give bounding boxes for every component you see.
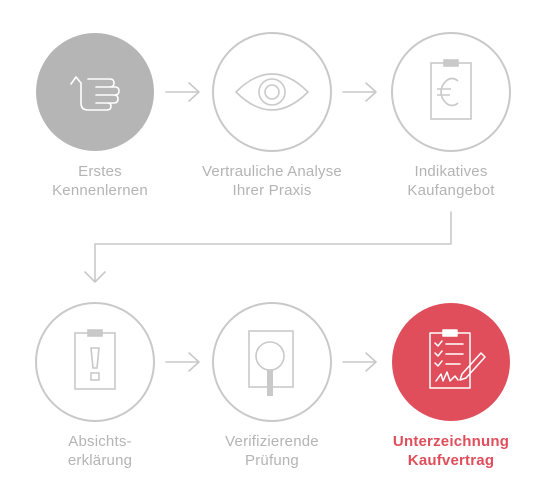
signed-checklist-icon <box>429 329 486 389</box>
step-2-label: Vertrauliche Analyse Ihrer Praxis <box>172 162 372 200</box>
step-4-label-line-1: Absichts- <box>68 433 132 450</box>
exclamation-clipboard-icon <box>74 329 116 390</box>
step-3-label-line-1: Indikatives <box>414 163 488 180</box>
step-4-label-line-2: erklärung <box>67 452 133 469</box>
step-6-label-line-2: Kaufvertrag <box>407 452 495 469</box>
step-1-node <box>36 33 154 151</box>
step-2-label-line-1: Vertrauliche Analyse <box>202 163 342 180</box>
step-2-label-line-2: Ihrer Praxis <box>232 182 312 199</box>
step-4-label: Absichts- erklärung <box>0 432 200 470</box>
step-1-label: Erstes Kennenlernen <box>0 162 200 200</box>
step-5-node <box>212 302 332 422</box>
step-2-circle <box>212 32 332 152</box>
step-2-node <box>212 32 332 152</box>
euro-clipboard-icon <box>430 59 472 120</box>
step-5-circle <box>212 302 332 422</box>
step-1-label-line-1: Erstes <box>78 163 122 180</box>
step-4-node <box>35 302 155 422</box>
step-6-circle <box>392 303 510 421</box>
arrow-4-5 <box>165 352 200 372</box>
step-5-label-line-1: Verifizierende <box>225 433 319 450</box>
step-5-label: Verifizierende Prüfung <box>172 432 372 470</box>
connector-3-4 <box>84 211 452 283</box>
magnifier-document-icon <box>248 330 294 396</box>
hand-icon <box>70 76 120 111</box>
arrow-5-6 <box>342 352 377 372</box>
step-5-label-line-2: Prüfung <box>245 452 299 469</box>
step-6-label-line-1: Unterzeichnung <box>392 433 510 450</box>
arrow-2-3 <box>342 82 377 102</box>
arrow-1-2 <box>165 82 200 102</box>
step-1-label-line-2: Kennenlernen <box>52 182 148 199</box>
step-3-label: Indikatives Kaufangebot <box>351 162 545 200</box>
step-3-label-line-2: Kaufangebot <box>407 182 495 199</box>
step-3-circle <box>391 32 511 152</box>
step-3-node <box>391 32 511 152</box>
step-6-label: Unterzeichnung Kaufvertrag <box>351 432 545 470</box>
step-1-circle <box>36 33 154 151</box>
step-6-node <box>392 303 510 421</box>
eye-icon <box>234 73 310 111</box>
step-4-circle <box>35 302 155 422</box>
